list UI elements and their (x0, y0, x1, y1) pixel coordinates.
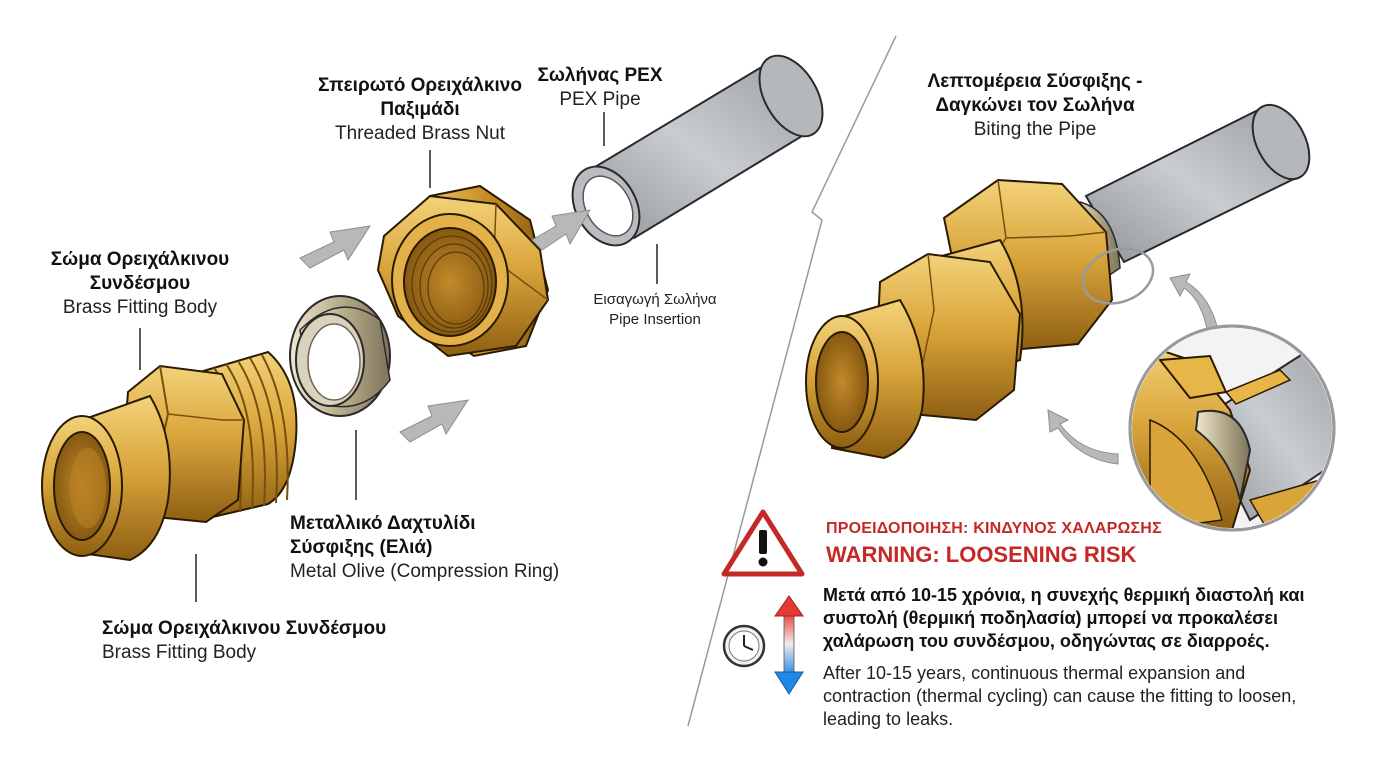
warning-title-gr: ΠΡΟΕΙΔΟΠΟΙΗΣΗ: ΚΙΝΔΥΝΟΣ ΧΑΛΑΡΩΣΗΣ (826, 520, 1162, 537)
brass-nut-label-gr1: Σπειρωτό Ορειχάλκινο (318, 75, 522, 96)
detail-label-en: Biting the Pipe (973, 119, 1097, 140)
pex-pipe-label-gr: Σωλήνας PEX (537, 65, 663, 86)
label-pex-pipe: Σωλήνας PEX PEX Pipe (520, 64, 680, 112)
warning-triangle-icon (721, 509, 805, 577)
detail-label-gr1: Λεπτομέρεια Σύσφιξης - (927, 71, 1143, 92)
olive-label-en: Metal Olive (Compression Ring) (290, 561, 560, 582)
compression-detail-inset (1128, 324, 1336, 532)
fitting-body-top-label-en: Brass Fitting Body (62, 297, 218, 318)
olive-label-gr1: Μεταλλικό Δαχτυλίδι (290, 513, 476, 534)
assembled-fitting (805, 103, 1311, 460)
clock-icon (722, 624, 766, 668)
fitting-body-bottom-label-gr: Σώμα Ορειχάλκινου Συνδέσμου (102, 618, 387, 639)
brass-nut-label-en: Threaded Brass Nut (334, 123, 506, 144)
fitting-body-bottom-label-en: Brass Fitting Body (102, 642, 257, 663)
arrow-right-icon (299, 225, 372, 269)
leader-lines (139, 112, 658, 602)
label-olive: Μεταλλικό Δαχτυλίδι Σύσφιξης (Ελιά) Meta… (290, 512, 590, 584)
section-divider (687, 35, 897, 727)
metal-olive-ring (289, 295, 391, 417)
label-fitting-body-bottom: Σώμα Ορειχάλκινου Συνδέσμου Brass Fittin… (102, 617, 422, 665)
brass-fitting-body (41, 350, 298, 562)
curved-arrow-icon (1047, 409, 1119, 465)
fitting-body-top-label-gr1: Σώμα Ορειχάλκινου (50, 249, 230, 270)
warning-text-en: After 10-15 years, continuous thermal ex… (823, 663, 1297, 729)
warning-text-gr: Μετά από 10-15 χρόνια, η συνεχής θερμική… (823, 585, 1305, 651)
threaded-brass-nut (376, 184, 550, 358)
arrow-right-icon (399, 399, 470, 443)
label-brass-nut: Σπειρωτό Ορειχάλκινο Παξιμάδι Threaded B… (300, 74, 540, 146)
bite-highlight-circle (1081, 247, 1155, 305)
fitting-body-top-label-gr2: Συνδέσμου (89, 273, 191, 294)
detail-label-gr2: Δαγκώνει τον Σωλήνα (935, 95, 1135, 116)
olive-label-gr2: Σύσφιξης (Ελιά) (290, 537, 433, 558)
label-detail: Λεπτομέρεια Σύσφιξης - Δαγκώνει τον Σωλή… (900, 70, 1170, 142)
label-fitting-body-top: Σώμα Ορειχάλκινου Συνδέσμου Brass Fittin… (20, 248, 260, 320)
pipe-insertion-label-en: Pipe Insertion (609, 311, 701, 328)
arrow-right-icon (531, 209, 591, 251)
brass-nut-label-gr2: Παξιμάδι (380, 99, 460, 120)
pex-pipe (571, 54, 824, 247)
pipe-insertion-label-gr: Εισαγωγή Σωλήνα (593, 291, 717, 308)
pex-pipe-label-en: PEX Pipe (559, 89, 641, 110)
label-pipe-insertion: Εισαγωγή Σωλήνα Pipe Insertion (560, 290, 750, 330)
direction-arrows (299, 209, 591, 443)
warning-title-en: WARNING: LOOSENING RISK (826, 542, 1137, 567)
temperature-arrows-icon (774, 595, 804, 695)
curved-arrow-icon (1169, 273, 1219, 335)
